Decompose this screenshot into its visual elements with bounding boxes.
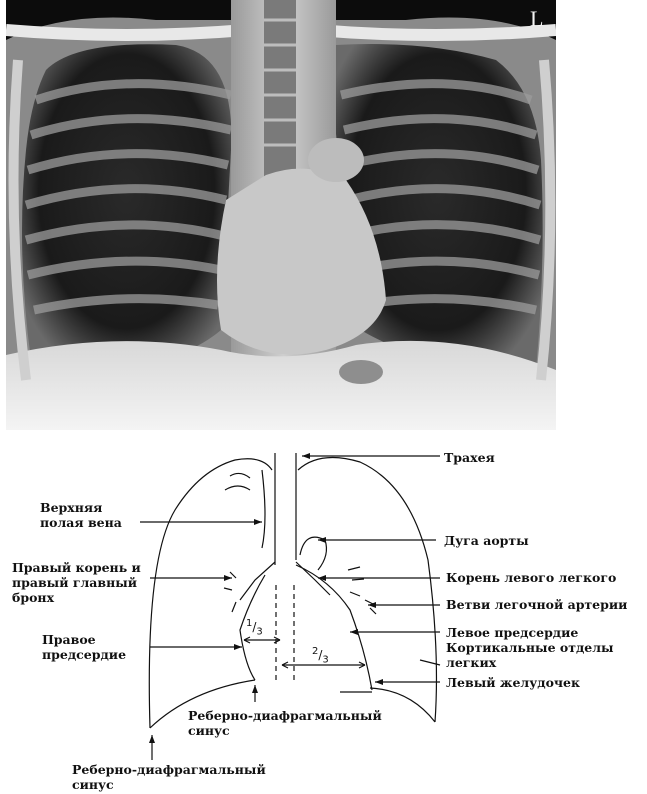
label-left-atrium: Левое предсердие [446, 625, 578, 640]
label-sinus-outer-line1: Реберно-диафрагмальный [72, 762, 266, 777]
right-lung-outline [149, 459, 272, 728]
label-cortical-line2: легких [446, 655, 496, 670]
heart-left-border [296, 565, 372, 690]
label-right-root-line2: правый главный [12, 575, 137, 590]
label-right-root-line1: Правый корень и [12, 560, 141, 575]
label-svc-line1: Верхняя [40, 500, 102, 515]
label-aortic-arch: Дуга аорты [444, 533, 529, 548]
label-sinus-inner-line2: синус [188, 723, 230, 738]
fraction-denominator: 3 [322, 654, 328, 665]
label-svc-line2: полая вена [40, 515, 122, 530]
chest-xray-image [6, 0, 556, 430]
label-left-ventricle: Левый желудочек [446, 675, 580, 690]
label-left-root: Корень левого легкого [446, 570, 616, 585]
label-right-atrium-line2: предсердие [42, 647, 126, 662]
label-trachea: Трахея [444, 450, 495, 465]
label-sinus-inner-line1: Реберно-диафрагмальный [188, 708, 382, 723]
label-right-atrium-line1: Правое [42, 632, 96, 647]
label-right-root-line3: бронх [12, 590, 54, 605]
label-cortical-line1: Кортикальные отделы [446, 640, 614, 655]
fraction-denominator: 3 [256, 626, 262, 637]
fraction-one-third: 1/3 [246, 618, 263, 637]
label-sinus-outer-line2: синус [72, 777, 114, 792]
chest-schema-diagram [0, 440, 647, 794]
side-marker-l: L [530, 6, 543, 32]
fraction-numerator: 1 [246, 618, 252, 629]
label-pulmonary-branches: Ветви легочной артерии [446, 597, 627, 612]
fraction-two-thirds: 2/3 [312, 646, 329, 665]
fraction-numerator: 2 [312, 646, 318, 657]
